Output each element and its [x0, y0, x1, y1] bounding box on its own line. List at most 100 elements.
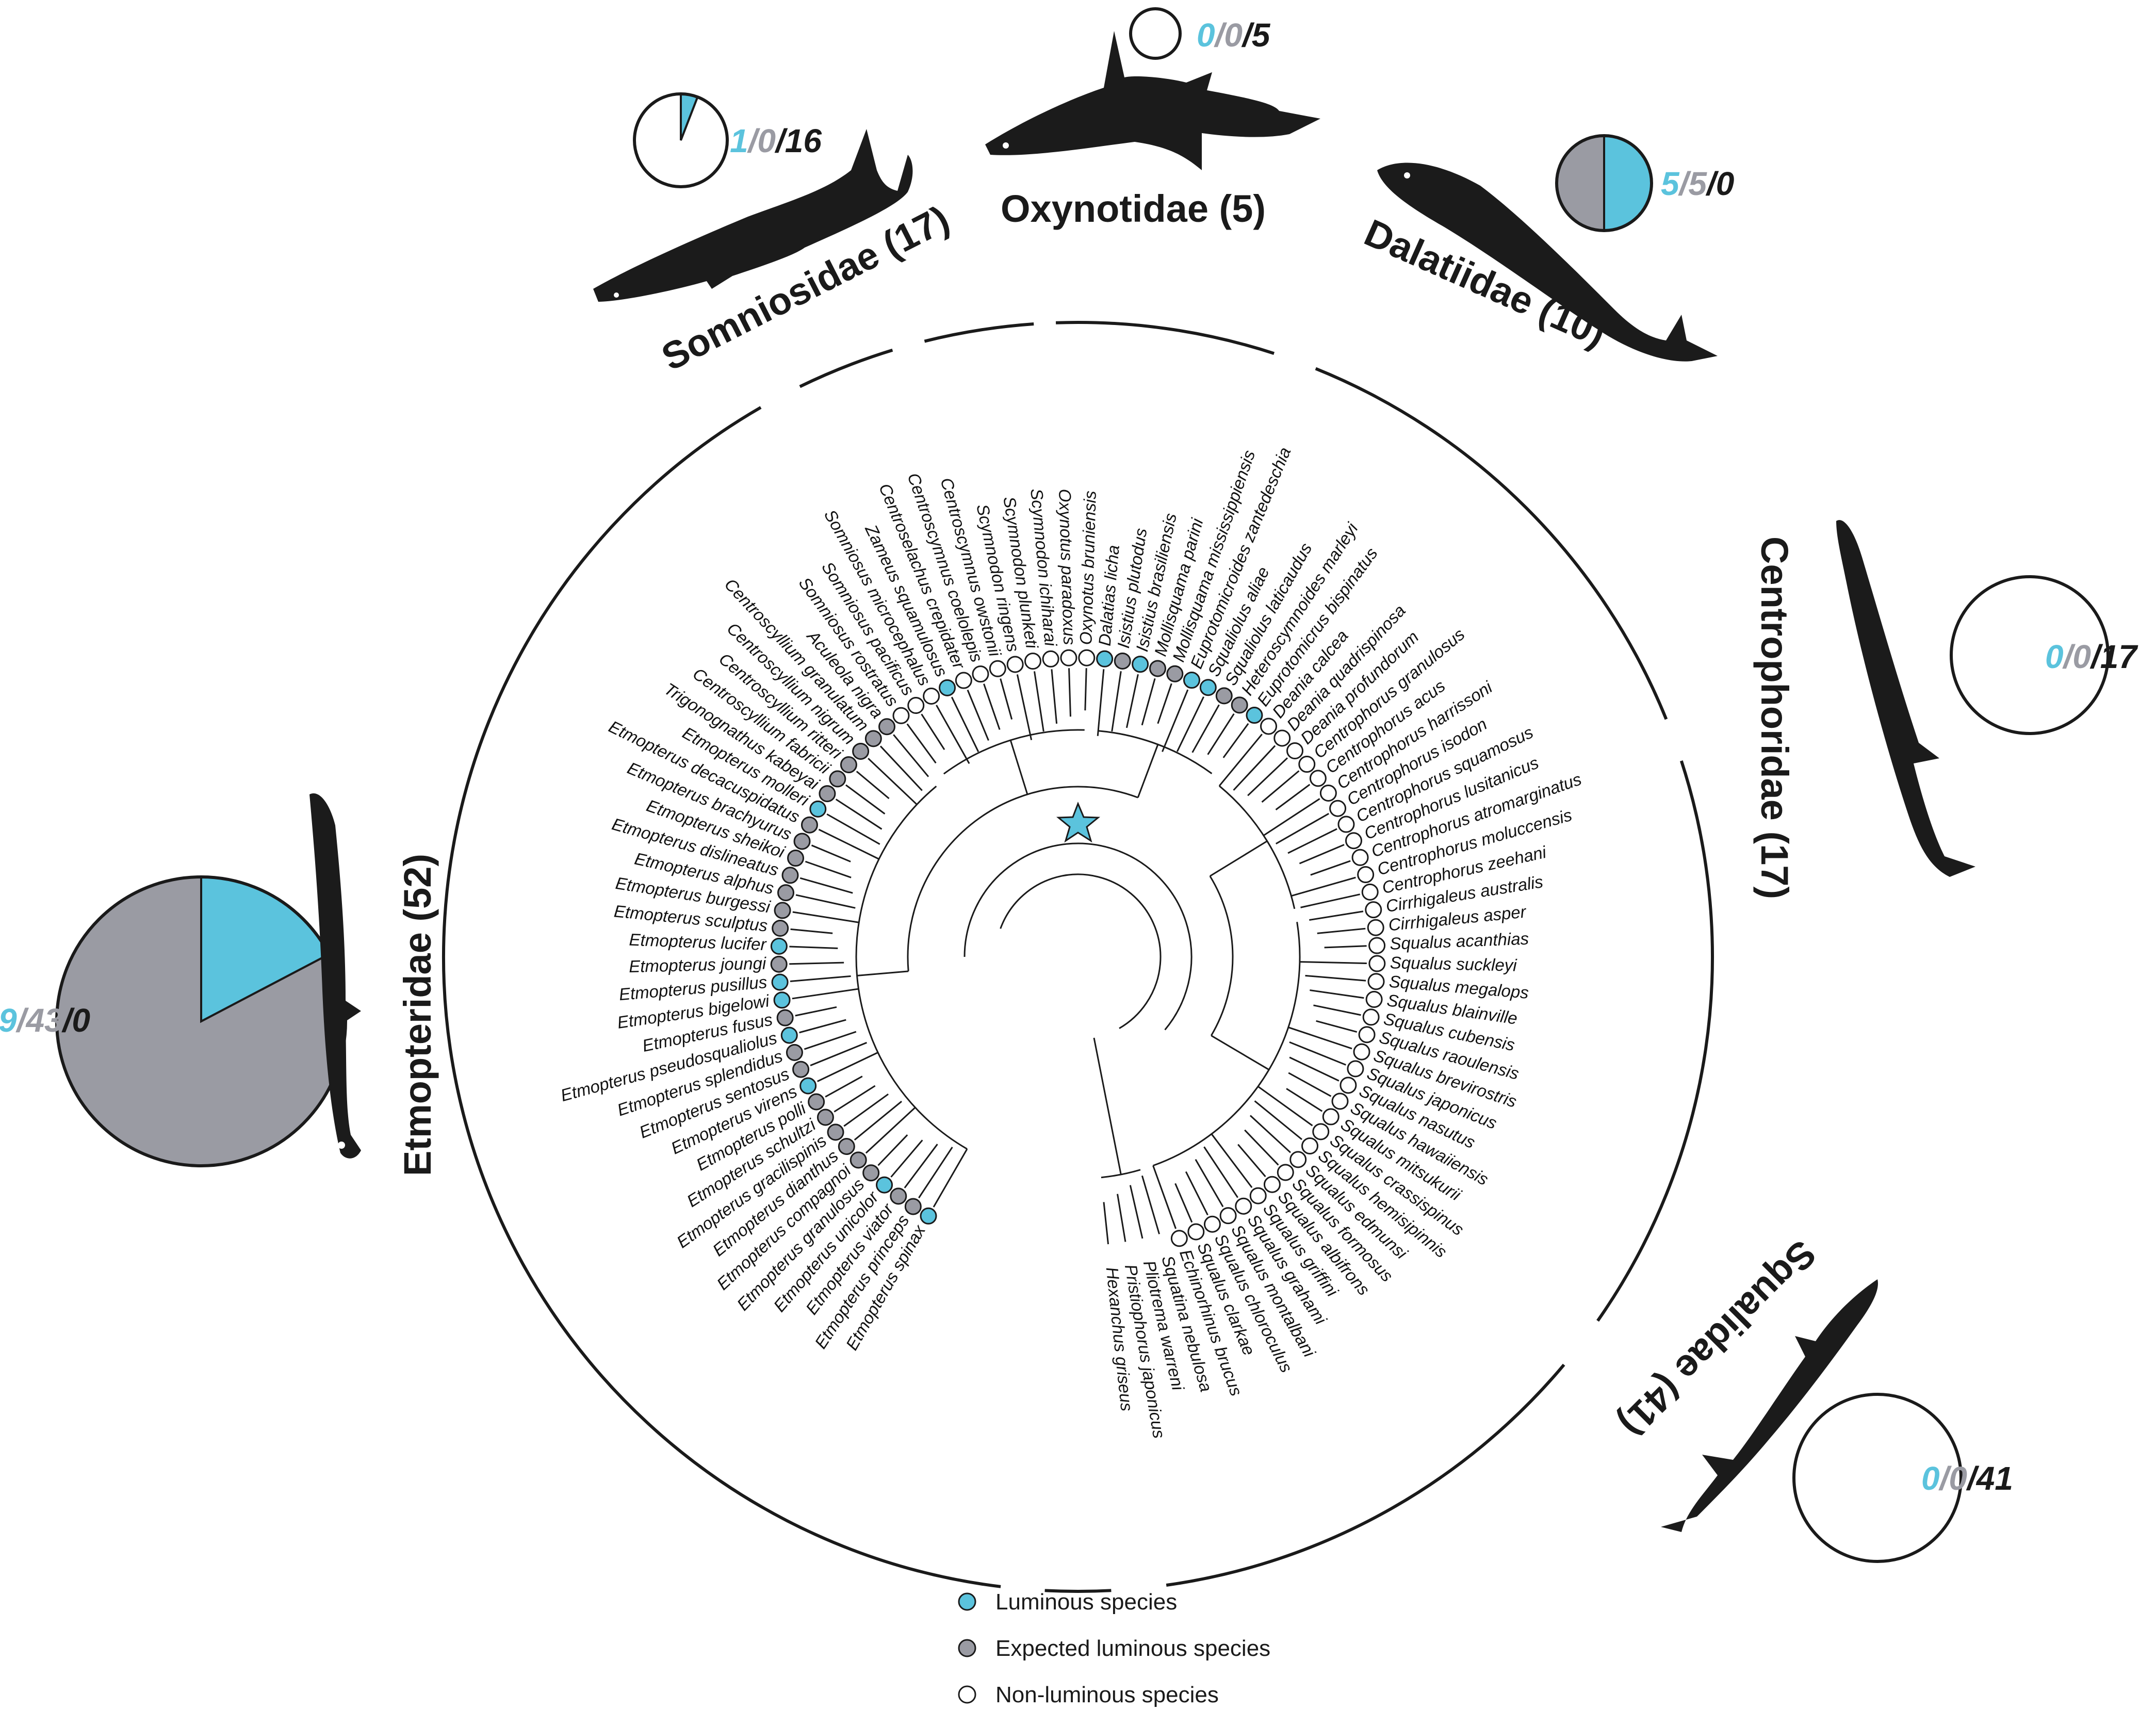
- species-marker: [862, 1164, 880, 1182]
- species-marker: [1362, 1008, 1380, 1026]
- tip-branch: [1233, 745, 1276, 791]
- family-ring-arc: [1596, 760, 1714, 1322]
- species-marker: [876, 1176, 893, 1194]
- root-arc: [1209, 875, 1234, 1036]
- species-marker: [1273, 729, 1291, 747]
- tip-branch: [1176, 696, 1204, 752]
- pie-somniosidae: [633, 92, 729, 188]
- tip-branch: [1157, 683, 1172, 724]
- count-part: 0: [1716, 165, 1735, 202]
- tip-branch: [1299, 961, 1367, 964]
- species-marker: [1132, 656, 1149, 673]
- tip-branch: [795, 894, 856, 909]
- species-marker: [1249, 1187, 1267, 1204]
- pie-slice: [1794, 1394, 1961, 1561]
- tip-branch: [1275, 784, 1311, 810]
- species-marker: [1331, 1093, 1349, 1110]
- pie-etmopteridae: [55, 875, 347, 1167]
- species-marker: [1286, 742, 1303, 760]
- family-ring-arc: [924, 322, 1034, 343]
- count-part: 5: [1688, 165, 1707, 202]
- tip-branch: [1263, 798, 1320, 836]
- species-marker: [1358, 1026, 1376, 1044]
- shark-silhouette-centrophoridae-icon: [1836, 520, 1975, 877]
- species-marker: [829, 770, 846, 788]
- species-marker: [773, 991, 791, 1009]
- species-label: Etmopterus lucifer: [629, 930, 767, 954]
- count-part: 0: [1949, 1460, 1967, 1497]
- species-marker: [838, 1138, 855, 1155]
- species-marker: [1361, 883, 1379, 901]
- count-part: 0: [1197, 17, 1215, 54]
- tip-branch: [1244, 1129, 1279, 1166]
- tip-branch: [1084, 668, 1087, 711]
- tip-branch: [1247, 757, 1288, 796]
- clade-stem: [857, 970, 909, 976]
- pie-oxynotidae: [1129, 7, 1182, 60]
- species-marker: [890, 1187, 907, 1205]
- legend-expected-label: Expected luminous species: [995, 1636, 1270, 1661]
- legend-non-luminous-label: Non-luminous species: [995, 1682, 1219, 1707]
- species-label: Oxynotus paradoxus: [1055, 489, 1079, 645]
- pie-outline: [1129, 7, 1182, 60]
- family-ring-arc: [1044, 1589, 1112, 1593]
- species-marker: [1357, 866, 1375, 884]
- tip-branch: [1033, 671, 1044, 732]
- tip-branch: [835, 799, 883, 830]
- species-marker: [780, 1027, 798, 1044]
- tip-branch: [854, 1100, 903, 1141]
- species-marker: [776, 1009, 794, 1027]
- tip-branch: [1288, 1072, 1332, 1097]
- species-marker: [1060, 649, 1077, 666]
- tip-branch: [1068, 668, 1071, 717]
- species-marker: [1322, 1108, 1340, 1126]
- tip-branch: [1016, 674, 1033, 740]
- tip-branch: [810, 1041, 867, 1066]
- family-ring-arc: [1315, 367, 1668, 720]
- shark-silhouette-somniosidae-icon: [593, 129, 913, 302]
- species-marker: [1024, 653, 1041, 670]
- clade-stem: [1093, 1037, 1122, 1175]
- species-marker: [1078, 649, 1096, 666]
- species-marker: [1289, 1151, 1307, 1168]
- species-marker: [816, 1109, 834, 1126]
- tip-branch: [1310, 860, 1351, 876]
- species-marker: [1309, 770, 1327, 787]
- species-marker: [1329, 800, 1347, 817]
- count-part: 16: [785, 122, 822, 159]
- count-part: 0: [2045, 638, 2064, 675]
- species-marker: [1187, 1223, 1205, 1241]
- species-label: Etmopterus joungi: [629, 954, 767, 976]
- species-marker: [850, 1151, 867, 1169]
- tip-branch: [893, 734, 929, 777]
- species-marker: [1183, 672, 1200, 689]
- tip-branch: [804, 1031, 857, 1050]
- species-marker: [1042, 650, 1059, 667]
- clade-stem: [1210, 840, 1268, 877]
- tip-branch: [817, 1051, 878, 1082]
- pie-squalidae: [1792, 1393, 1963, 1563]
- family-label-etmopteridae: Etmopteridae (52): [396, 854, 439, 1176]
- species-marker: [972, 665, 989, 683]
- tip-branch: [790, 975, 851, 982]
- tip-branch: [1286, 1088, 1323, 1112]
- tip-branch: [890, 1139, 923, 1178]
- shark-silhouette-etmopteridae-icon: [309, 793, 361, 1159]
- tip-branch: [1103, 1202, 1109, 1245]
- tip-branch: [868, 758, 918, 805]
- shark-silhouette-squalidae-icon: [1661, 1279, 1878, 1532]
- count-label-squalidae: 0/0/41: [1921, 1460, 2013, 1497]
- species-marker: [1263, 1176, 1281, 1193]
- species-marker: [792, 1061, 810, 1078]
- tip-branch: [1141, 678, 1156, 726]
- legend-luminous-label: Luminous species: [995, 1589, 1177, 1615]
- tip-branch: [818, 828, 879, 860]
- species-marker: [920, 1207, 937, 1225]
- family-ring-arc: [1055, 321, 1275, 355]
- tip-branch: [843, 1093, 889, 1127]
- tip-branch: [795, 1006, 837, 1017]
- species-marker: [923, 688, 940, 705]
- root-arc: [1000, 873, 1162, 1029]
